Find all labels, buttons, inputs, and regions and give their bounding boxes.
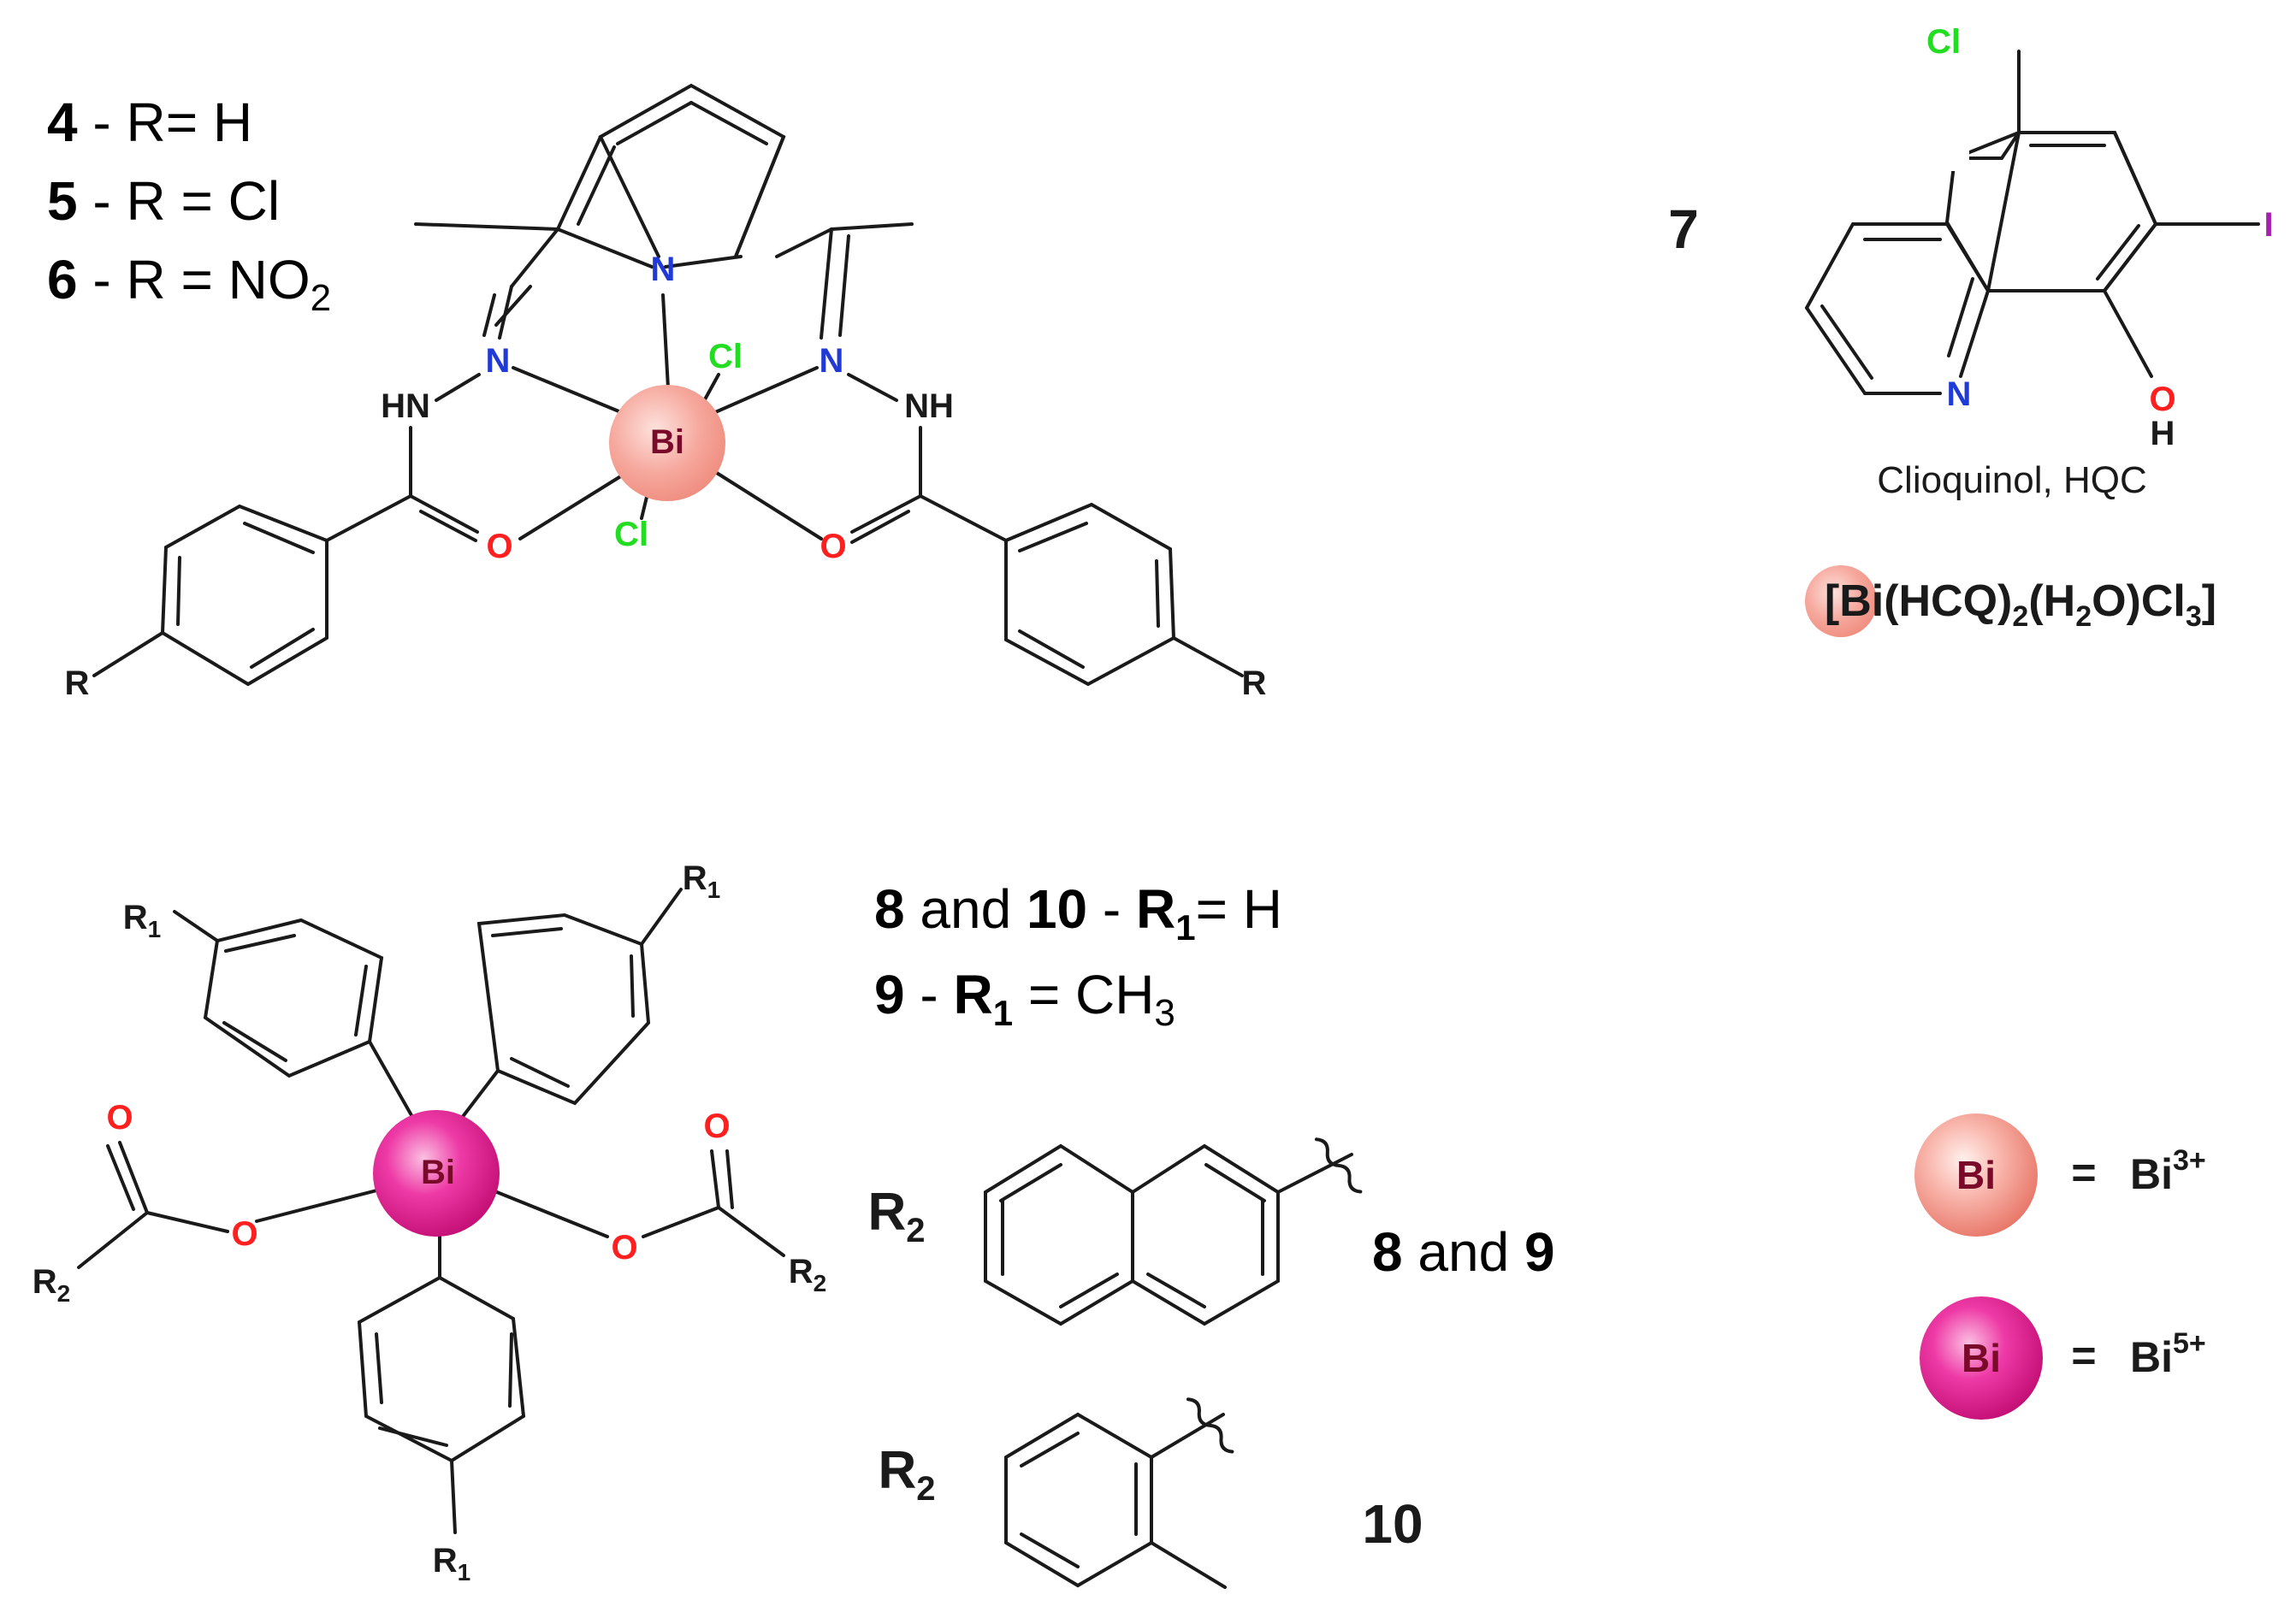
imine-n-left-label: N <box>486 342 511 380</box>
cl-top-label: Cl <box>708 338 743 375</box>
ester-o-right-label: O <box>611 1229 637 1267</box>
bi-center-label: Bi <box>421 1154 455 1191</box>
r2-tolyl-label: R2 <box>878 1441 935 1508</box>
bi5-center-ball <box>373 1110 500 1237</box>
bi5-key-ball <box>1920 1296 2043 1420</box>
compound-7-cl-label: Cl <box>1926 23 1961 61</box>
carbonyl-o-right-label: O <box>820 528 846 565</box>
bi3-key-ball <box>1914 1113 2038 1237</box>
bi3-center-ball <box>609 385 725 501</box>
right-phenyl-ring <box>1004 502 1244 687</box>
complex-8-10-structure: R1 R1 R1 R2 R2 O O O O Bi 8 and 10 - R1=… <box>33 859 1555 1589</box>
complex-8-10-legend-line1: 8 and 10 - R1= H <box>874 878 1282 948</box>
carbonyl-o-right-label: O <box>703 1107 730 1145</box>
compound-7-bi3-ball <box>1805 565 1877 637</box>
hn-left-label: HN <box>381 387 430 425</box>
carbonyl-o-left-label: O <box>486 528 512 565</box>
compound-7-n-label: N <box>1947 375 1972 413</box>
cl-bottom-label: Cl <box>614 516 648 553</box>
legend-line-4: 4 - R= H <box>47 92 252 153</box>
bi3-key-ion: Bi3+ <box>2130 1144 2206 1198</box>
r1-upper-right-label: R1 <box>683 859 720 903</box>
bi3-key-equals: = <box>2071 1149 2096 1196</box>
compound-7-structure: 7 Cl I N O H <box>1668 23 2274 637</box>
r-left-label: R <box>65 664 90 702</box>
r1-bottom-label: R1 <box>433 1542 470 1586</box>
bi5-key-ion: Bi5+ <box>2130 1327 2206 1381</box>
pyridine-n-label: N <box>651 251 676 288</box>
bi5-key-ball-label: Bi <box>1962 1336 2001 1380</box>
quinoline-ring <box>1805 50 2260 395</box>
legend-line-5: 5 - R = Cl <box>47 170 280 232</box>
bi3-key-ball-label: Bi <box>1956 1153 1996 1197</box>
imine-n-right-label: N <box>820 342 844 380</box>
compound-7-number: 7 <box>1668 198 1699 260</box>
r2-right-label: R2 <box>789 1253 826 1296</box>
tolyl-compound-label: 10 <box>1362 1493 1423 1555</box>
complex-4-6-legend: 4 - R= H 5 - R = Cl 6 - R = NO2 <box>47 92 331 319</box>
r-right-label: R <box>1242 664 1267 702</box>
ester-o-left-label: O <box>231 1215 257 1253</box>
naphthyl-compounds-label: 8 and 9 <box>1372 1221 1555 1283</box>
bi-center-label: Bi <box>650 423 684 461</box>
compound-7-h-label: H <box>2151 415 2175 452</box>
r1-upper-left-label: R1 <box>123 899 161 942</box>
nh-right-label: NH <box>904 387 954 425</box>
complex-4-6-structure: 4 - R= H 5 - R = Cl 6 - R = NO2 <box>47 83 1267 702</box>
tolyl-group <box>1004 1397 1234 1589</box>
pyridine-ring <box>556 83 786 258</box>
compound-7-formula: [Bi(HCQ)2(H2O)Cl3] <box>1825 576 2216 633</box>
compound-7-i-label: I <box>2263 206 2273 244</box>
bi5-key-equals: = <box>2071 1332 2096 1379</box>
bismuth-oxidation-key: Bi = Bi3+ Bi = Bi5+ <box>1914 1113 2206 1420</box>
compound-7-name: Clioquinol, HQC <box>1877 459 2146 501</box>
r2-naphthyl-label: R2 <box>867 1183 925 1249</box>
r2-left-label: R2 <box>33 1263 70 1307</box>
naphthyl-group <box>984 1137 1363 1326</box>
complex-8-10-legend-line2: 9 - R1 = CH3 <box>874 964 1175 1034</box>
legend-line-6: 6 - R = NO2 <box>47 249 331 319</box>
left-phenyl-ring <box>92 504 328 687</box>
compound-7-o-label: O <box>2149 381 2175 418</box>
carbonyl-o-left-label: O <box>106 1099 133 1137</box>
